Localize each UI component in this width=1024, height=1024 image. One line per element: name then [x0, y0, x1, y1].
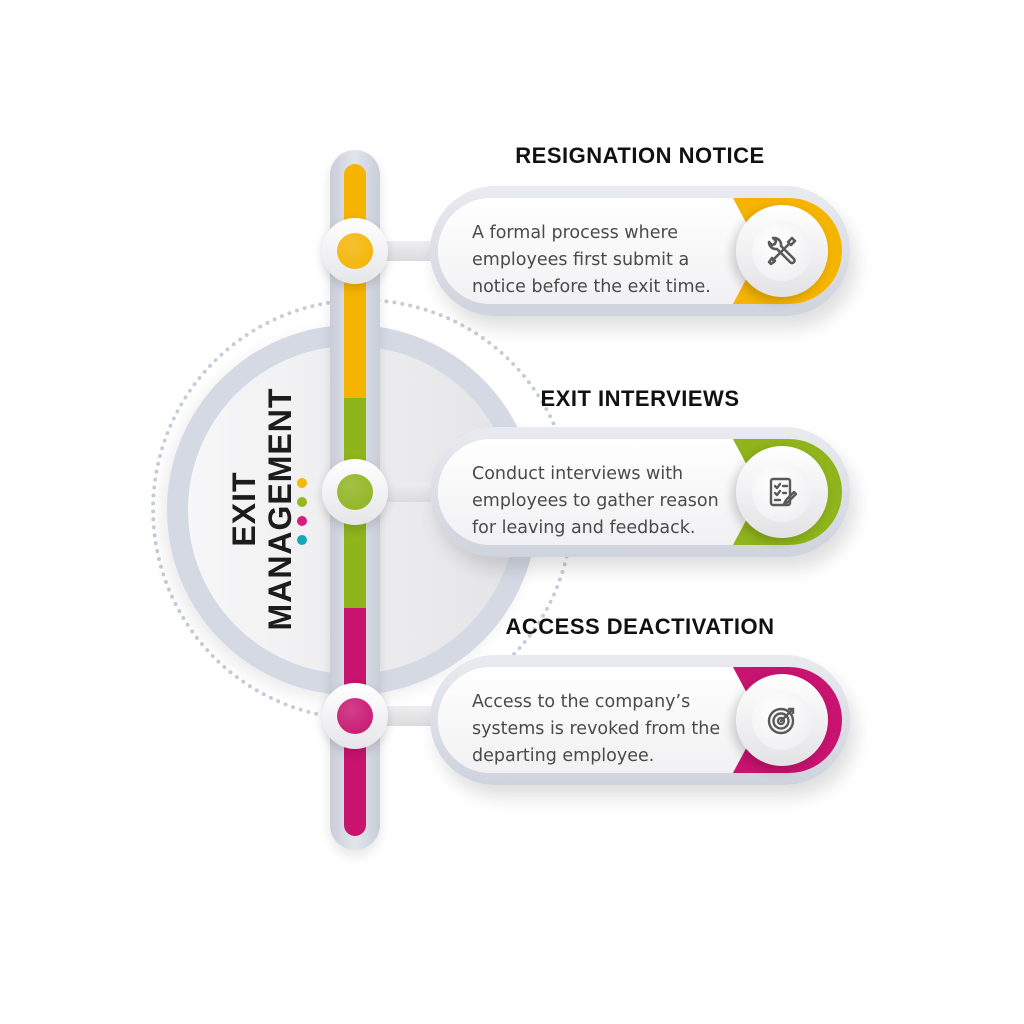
step-icon-badge [736, 205, 828, 297]
step-description: Access to the company’s systems is revok… [472, 692, 721, 766]
step-icon-badge [736, 674, 828, 766]
checklist-icon [769, 477, 798, 507]
step-node [322, 459, 388, 525]
step-node [322, 218, 388, 284]
step-node-core [337, 698, 373, 734]
step-card-resignation-notice: A formal process where employees first s… [430, 186, 850, 316]
card-text-panel [438, 667, 762, 773]
hub-title-line2: MANAGEMENT [262, 387, 298, 631]
tools-icon [767, 236, 797, 266]
target-icon [767, 707, 795, 735]
step-card-access-deactivation: Access to the company’s systems is revok… [430, 655, 850, 785]
hub-dot-green [297, 497, 307, 507]
hub-dot-magenta [297, 516, 307, 526]
step-description: A formal process where employees first s… [472, 223, 711, 297]
step-icon-badge [736, 446, 828, 538]
step-title-resignation-notice: RESIGNATION NOTICE [515, 143, 765, 168]
hub-title: EXIT MANAGEMENT [226, 388, 298, 631]
step-card-exit-interviews: Conduct interviews with employees to gat… [430, 427, 850, 557]
card-text-panel [438, 439, 762, 545]
step-description: Conduct interviews with employees to gat… [472, 464, 719, 538]
step-title-access-deactivation: ACCESS DEACTIVATION [505, 614, 775, 639]
step-title-exit-interviews: EXIT INTERVIEWS [540, 386, 740, 411]
hub-title-line1: EXIT [226, 471, 262, 547]
step-node-core [337, 233, 373, 269]
card-text-panel [438, 198, 762, 304]
hub-dot-teal [297, 535, 307, 545]
step-node-core [337, 474, 373, 510]
hub-dot-yellow [297, 478, 307, 488]
step-node [322, 683, 388, 749]
